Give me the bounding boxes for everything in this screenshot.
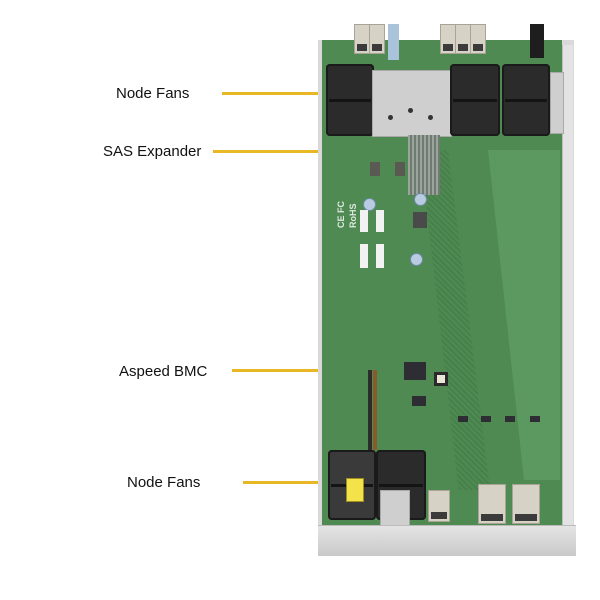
capacitor <box>410 253 423 266</box>
component-chip <box>412 396 426 406</box>
warning-label <box>346 478 364 502</box>
callout-node-fans-top: Node Fans <box>116 85 190 102</box>
capacitor <box>414 193 427 206</box>
board-sticker <box>360 244 368 268</box>
component-chip <box>481 416 491 422</box>
component-chip <box>395 162 405 176</box>
connector-port <box>440 24 456 54</box>
board-sticker <box>376 210 384 232</box>
network-port <box>512 484 540 524</box>
rohs-marking: RoHS <box>348 203 358 229</box>
leader-line-node-fans-top <box>222 92 348 95</box>
component-chip <box>413 212 427 228</box>
leader-line-node-fans-bottom <box>243 481 353 484</box>
fan-top-middle <box>450 64 500 136</box>
side-rail <box>562 45 573 525</box>
fan-top-right <box>502 64 550 136</box>
connector-blue <box>388 24 399 60</box>
fan-cable <box>368 370 372 450</box>
connector-port <box>354 24 370 54</box>
screw-hole <box>388 115 393 120</box>
screw-hole <box>408 108 413 113</box>
fan-bracket <box>550 72 564 134</box>
fan-cable <box>373 370 377 450</box>
connector-port <box>455 24 471 54</box>
component-chip <box>530 416 540 422</box>
component-chip <box>458 416 468 422</box>
tray-front-panel <box>318 525 576 556</box>
connector-port <box>470 24 486 54</box>
connector-black <box>530 24 544 58</box>
callout-aspeed-bmc: Aspeed BMC <box>119 363 208 380</box>
network-port <box>478 484 506 524</box>
aspeed-bmc-chip <box>404 362 426 380</box>
sas-expander-heatsink <box>408 135 440 195</box>
component-chip <box>370 162 380 176</box>
board-sticker <box>360 210 368 232</box>
board-sticker <box>376 244 384 268</box>
rj45-port <box>428 490 450 522</box>
callout-node-fans-bottom: Node Fans <box>127 474 201 491</box>
certification-marking: CE FC <box>336 201 346 228</box>
component-chip <box>505 416 515 422</box>
connector-port <box>369 24 385 54</box>
fan-top-left <box>326 64 374 136</box>
screw-hole <box>428 115 433 120</box>
metal-shield <box>372 70 452 137</box>
component-chip <box>434 372 448 386</box>
callout-sas-expander: SAS Expander <box>103 143 202 160</box>
capacitor <box>363 198 376 211</box>
fan-bracket <box>380 490 410 527</box>
